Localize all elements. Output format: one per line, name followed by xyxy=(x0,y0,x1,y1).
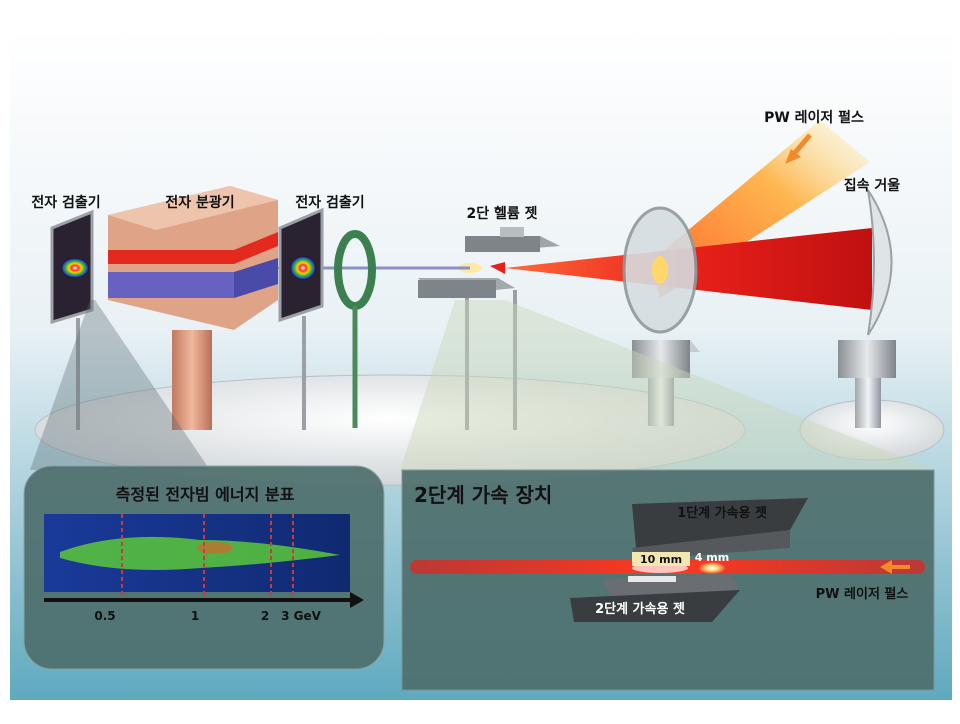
right-detector-spot xyxy=(290,256,316,280)
jet-nozzle xyxy=(500,227,524,237)
tick-2: 2 xyxy=(261,609,269,623)
tick-3-gev: 3 GeV xyxy=(281,609,322,623)
label-helium-jet: 2단 헬륨 젯 xyxy=(466,205,537,222)
label-pw-laser: PW 레이저 펄스 xyxy=(764,109,864,126)
jet1-label: 1단계 가속용 젯 xyxy=(677,505,767,521)
spectrum-title: 측정된 전자빔 에너지 분표 xyxy=(116,485,295,504)
jet2-label: 2단계 가속용 젯 xyxy=(595,601,685,617)
label-detector-left: 전자 검출기 xyxy=(31,194,100,211)
jet-lower-front xyxy=(418,280,496,298)
label-focusing-mirror: 집속 거울 xyxy=(844,177,901,194)
tick-0-5: 0.5 xyxy=(94,609,115,623)
label-spectrometer: 전자 분광기 xyxy=(165,194,234,211)
label-detector-right: 전자 검출기 xyxy=(295,194,364,211)
focusing-mount-block xyxy=(838,340,896,378)
len2-label: 4 mm xyxy=(695,551,729,564)
focusing-mirror-post xyxy=(855,378,881,428)
accel-title: 2단계 가속 장치 xyxy=(414,483,552,507)
len1-label: 10 mm xyxy=(640,553,682,566)
spectrometer-blue-magnet xyxy=(108,272,234,298)
spectrometer-post xyxy=(172,330,212,430)
spectrometer-red-magnet xyxy=(108,250,234,264)
accel-panel: 2단계 가속 장치 1단계 가속용 젯 10 mm 4 mm 2단계 가속용 젯… xyxy=(402,470,934,690)
jet2-slot xyxy=(628,576,676,582)
mirror-hole-glow xyxy=(652,256,668,284)
jet-upper-front xyxy=(465,236,540,252)
panel-pw-label: PW 레이저 펄스 xyxy=(816,586,909,602)
spectrum-peak xyxy=(197,542,233,554)
tick-1: 1 xyxy=(191,609,199,623)
left-detector-spot xyxy=(61,258,89,278)
spectrum-panel: 측정된 전자빔 에너지 분표 0.5 1 2 3 GeV xyxy=(24,466,384,669)
